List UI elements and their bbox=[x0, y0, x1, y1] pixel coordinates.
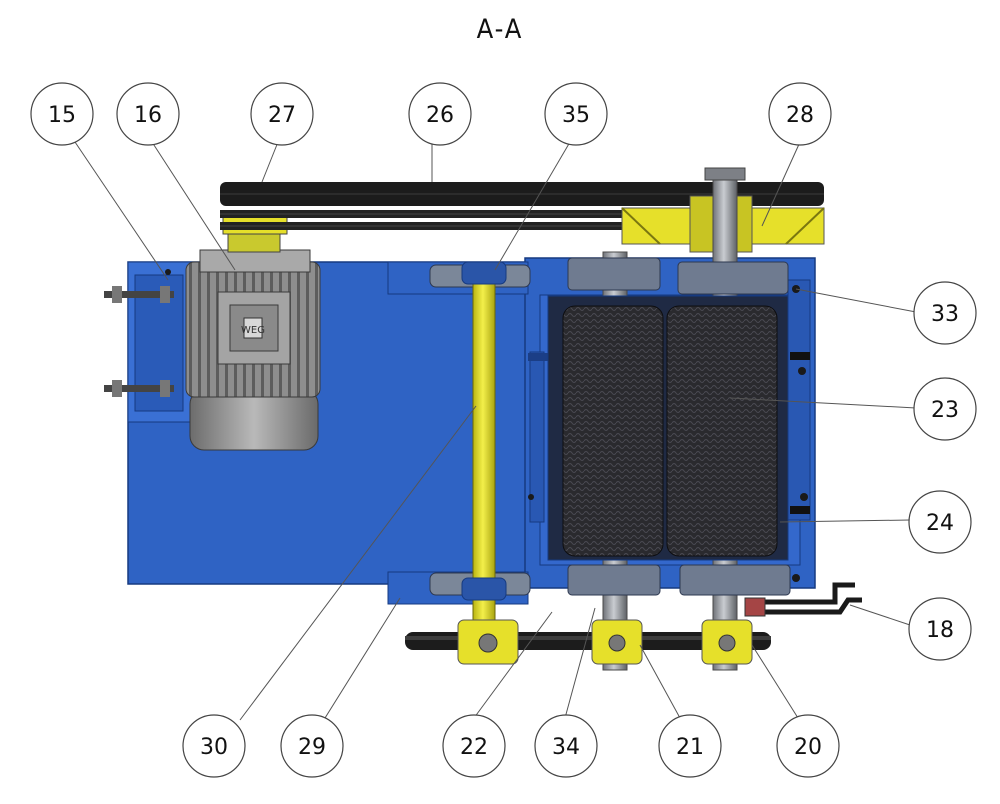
svg-text:23: 23 bbox=[931, 398, 959, 423]
callout-28: 28 bbox=[768, 82, 832, 146]
callout-33: 33 bbox=[913, 281, 977, 345]
svg-text:18: 18 bbox=[926, 618, 954, 643]
svg-text:29: 29 bbox=[298, 735, 326, 760]
svg-text:20: 20 bbox=[794, 735, 822, 760]
svg-text:33: 33 bbox=[931, 302, 959, 327]
callout-29: 29 bbox=[280, 714, 344, 778]
svg-text:35: 35 bbox=[562, 103, 590, 128]
hydraulic-fitting bbox=[744, 582, 862, 617]
callout-35: 35 bbox=[544, 82, 608, 146]
v-belts bbox=[220, 182, 824, 230]
callout-22: 22 bbox=[442, 714, 506, 778]
svg-text:34: 34 bbox=[552, 735, 580, 760]
callout-34: 34 bbox=[534, 714, 598, 778]
svg-text:27: 27 bbox=[268, 103, 296, 128]
svg-text:28: 28 bbox=[786, 103, 814, 128]
electric-motor: WEG bbox=[185, 213, 321, 451]
svg-text:15: 15 bbox=[48, 103, 76, 128]
callout-23: 23 bbox=[913, 377, 977, 441]
motor-mount-studs bbox=[104, 286, 174, 397]
chain-drive bbox=[405, 619, 771, 665]
svg-text:21: 21 bbox=[676, 735, 704, 760]
bearing-blocks bbox=[567, 257, 791, 596]
callout-18: 18 bbox=[908, 597, 972, 661]
callout-21: 21 bbox=[658, 714, 722, 778]
intermediate-shaft bbox=[387, 261, 531, 639]
callout-26: 26 bbox=[408, 82, 472, 146]
callout-27: 27 bbox=[250, 82, 314, 146]
svg-text:WEG: WEG bbox=[241, 325, 265, 336]
callout-30: 30 bbox=[182, 714, 246, 778]
callout-20: 20 bbox=[776, 714, 840, 778]
callout-15: 15 bbox=[30, 82, 94, 146]
svg-text:26: 26 bbox=[426, 103, 454, 128]
svg-text:22: 22 bbox=[460, 735, 488, 760]
callout-24: 24 bbox=[908, 490, 972, 554]
brush-rollers bbox=[547, 295, 789, 561]
svg-text:30: 30 bbox=[200, 735, 228, 760]
callout-16: 16 bbox=[116, 82, 180, 146]
section-title: A-A bbox=[476, 14, 524, 45]
leader-lines bbox=[74, 141, 917, 721]
svg-text:24: 24 bbox=[926, 511, 954, 536]
svg-text:16: 16 bbox=[134, 103, 162, 128]
